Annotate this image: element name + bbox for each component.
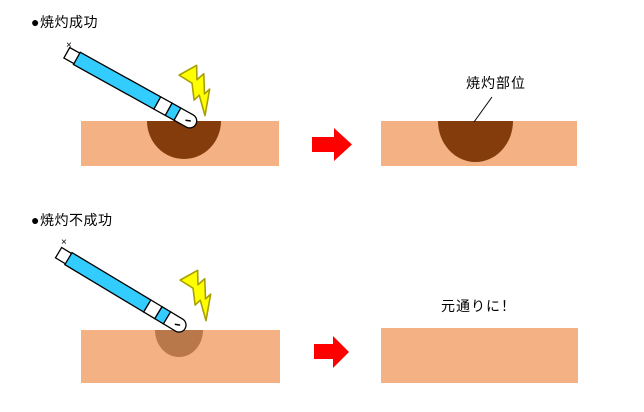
cautery-pen-icon (54, 246, 187, 333)
pen-tip-dash (174, 323, 181, 326)
right-arrow-icon (312, 128, 352, 161)
spark-mark: × (66, 40, 72, 51)
pen-tip-dash (185, 119, 191, 122)
success-section-title: ●焼灼成功 (31, 14, 98, 30)
lightning-bolt-icon (178, 64, 211, 117)
cautery-site-label: 焼灼部位 (466, 75, 526, 91)
skin-block (381, 328, 578, 383)
right-arrow-icon (314, 336, 349, 368)
failure-section-title: ●焼灼不成功 (31, 212, 113, 228)
spark-mark: × (61, 237, 67, 248)
cautery-pen-icon (63, 46, 198, 129)
shallow-burn-mark (155, 330, 203, 357)
restored-text: 元通りに！ (441, 298, 516, 314)
cautery-burn-mark (147, 121, 221, 159)
cautery-burn-mark (438, 121, 513, 162)
lightning-bolt-icon (179, 269, 212, 322)
label-pointer-line (473, 96, 493, 123)
